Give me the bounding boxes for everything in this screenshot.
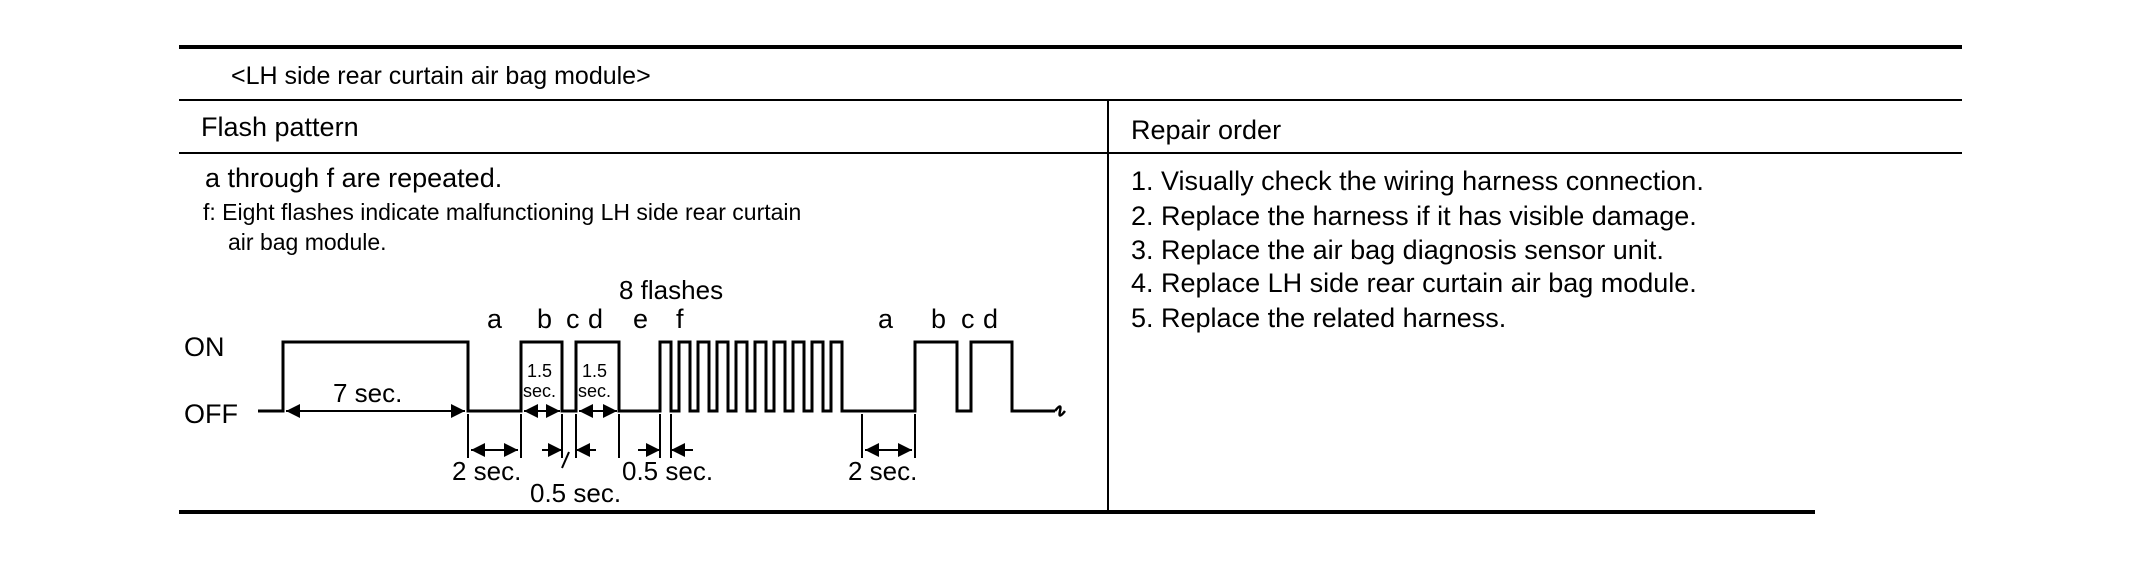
- seg-label-b1: b: [537, 304, 552, 334]
- eight-flashes-label: 8 flashes: [619, 275, 723, 305]
- repair-step-1: 1. Visually check the wiring harness con…: [1131, 166, 1704, 196]
- seg-label-d1: d: [588, 304, 603, 334]
- span-2s-second-label: 2 sec.: [848, 456, 917, 486]
- pulse2-unit: sec.: [578, 381, 611, 401]
- seg-label-e: e: [633, 304, 648, 334]
- waveform: [258, 340, 1055, 413]
- repair-step-2: 2. Replace the harness if it has visible…: [1131, 201, 1697, 231]
- span-05s-mid-label: 0.5 sec.: [530, 478, 621, 508]
- pulse2-num: 1.5: [582, 361, 607, 381]
- repair-order-header: Repair order: [1131, 115, 1282, 145]
- seg-label-f: f: [676, 304, 684, 334]
- seg-label-d2: d: [983, 304, 998, 334]
- flash-note-f-cont: air bag module.: [228, 229, 387, 255]
- seg-label-c2: c: [961, 304, 975, 334]
- flash-note-repeat: a through f are repeated.: [205, 163, 503, 193]
- flash-note-f: f: Eight flashes indicate malfunctioning…: [203, 199, 802, 225]
- span-05s-flash-label: 0.5 sec.: [622, 456, 713, 486]
- pulse1-unit: sec.: [523, 381, 556, 401]
- seg-label-c1: c: [566, 304, 580, 334]
- span-7s-label: 7 sec.: [333, 378, 402, 408]
- repair-step-5: 5. Replace the related harness.: [1131, 303, 1507, 333]
- repair-step-3: 3. Replace the air bag diagnosis sensor …: [1131, 235, 1664, 265]
- pulse1-num: 1.5: [527, 361, 552, 381]
- seg-label-b2: b: [931, 304, 946, 334]
- seg-label-a1: a: [487, 304, 503, 334]
- off-label: OFF: [184, 399, 238, 429]
- seg-label-a2: a: [878, 304, 894, 334]
- table-caption: <LH side rear curtain air bag module>: [231, 62, 651, 90]
- repair-step-4: 4. Replace LH side rear curtain air bag …: [1131, 268, 1697, 298]
- on-label: ON: [184, 332, 225, 362]
- span-2s-first-label: 2 sec.: [452, 456, 521, 486]
- waveform-break: [1054, 405, 1066, 417]
- span-05s-mid-leader: [561, 451, 570, 469]
- flash-pattern-header: Flash pattern: [201, 112, 359, 142]
- dimension-ticks: [467, 414, 916, 458]
